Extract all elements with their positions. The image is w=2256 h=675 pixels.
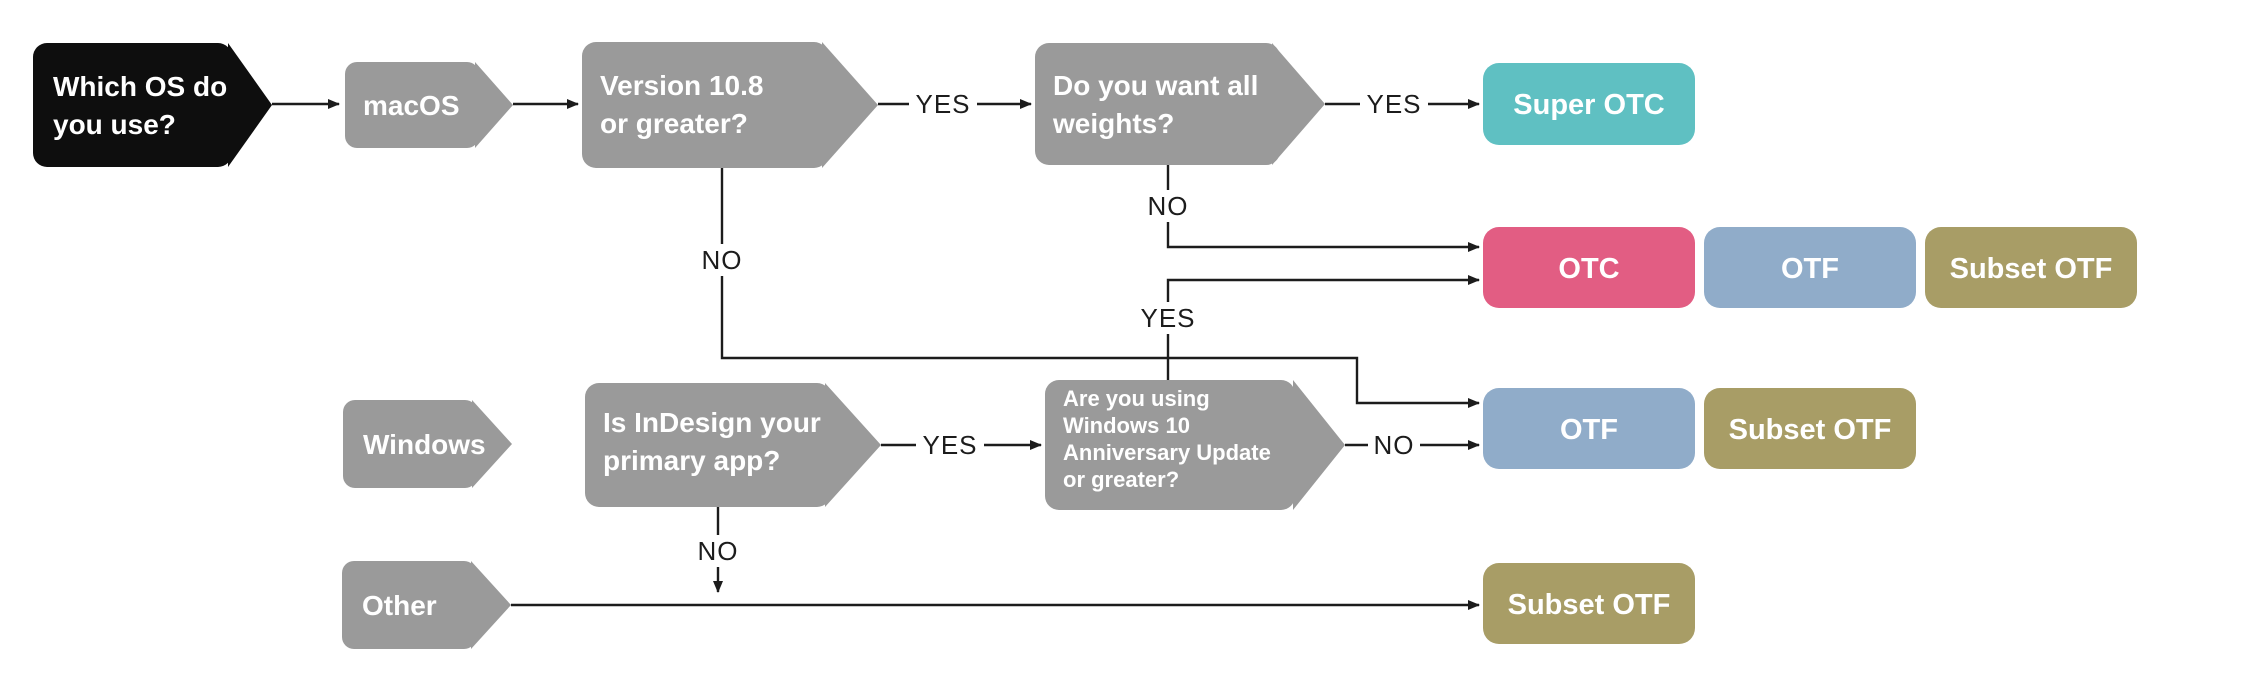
node-indesign-line2: primary app? [603, 445, 780, 476]
edge-version-no [720, 168, 1480, 408]
node-indesign-line1: Is InDesign your [603, 407, 821, 438]
node-which-os-line2: you use? [53, 109, 176, 140]
node-subset-otf-row4-box [1483, 563, 1695, 644]
node-super-otc: Super OTC [1483, 63, 1695, 145]
node-otc-label: OTC [1558, 253, 1619, 285]
node-windows: Windows [343, 400, 512, 488]
node-otf-row2-box [1704, 227, 1916, 308]
node-win10-line1: Are you using [1063, 386, 1210, 411]
node-macos: macOS [345, 62, 513, 148]
edge-label-version-no: NO [702, 245, 743, 275]
label-mask [1360, 88, 1428, 120]
label-mask [909, 88, 977, 120]
edge-label-win10-no: NO [1374, 430, 1415, 460]
node-win10-line4: or greater? [1063, 467, 1179, 492]
node-weights-line1: Do you want all [1053, 70, 1258, 101]
label-mask [696, 244, 748, 276]
node-indesign-question: Is InDesign your primary app? [585, 383, 881, 507]
label-mask [1142, 190, 1194, 222]
node-indesign-tip [825, 383, 881, 507]
node-subset-otf-row4-label: Subset OTF [1508, 589, 1671, 621]
node-otc-box [1483, 227, 1695, 308]
edges [272, 99, 1480, 610]
node-macos-label: macOS [363, 90, 460, 121]
label-mask [692, 535, 744, 567]
node-which-os-line1: Which OS do [53, 71, 227, 102]
node-which-os-tip [228, 43, 272, 167]
node-win10-line3: Anniversary Update [1063, 440, 1271, 465]
node-weights-question: Do you want all weights? [1035, 43, 1325, 165]
edge-label-win10-yes: YES [1140, 303, 1195, 333]
node-win10-box [1045, 380, 1295, 510]
node-weights-tip [1272, 43, 1325, 165]
node-subset-otf-row2: Subset OTF [1925, 227, 2137, 308]
edge-label-weights-yes: YES [1366, 89, 1421, 119]
node-otf-row2-label: OTF [1781, 253, 1839, 285]
edge-labels: YES YES NO YES NO YES NO NO [692, 88, 1428, 567]
node-subset-otf-row3: Subset OTF [1704, 388, 1916, 469]
node-macos-tip [475, 62, 513, 148]
node-indesign-box [585, 383, 831, 507]
edge-win10-yes [1166, 275, 1480, 380]
node-windows-box [343, 400, 477, 488]
label-mask [1134, 302, 1202, 334]
node-subset-otf-row2-label: Subset OTF [1950, 253, 2113, 285]
edge-label-version-yes: YES [915, 89, 970, 119]
edge-label-indesign-no: NO [698, 536, 739, 566]
node-win10-line2: Windows 10 [1063, 413, 1190, 438]
node-otf-row3-label: OTF [1560, 414, 1618, 446]
edge-label-indesign-yes: YES [922, 430, 977, 460]
node-version-line1: Version 10.8 [600, 70, 763, 101]
node-subset-otf-row3-box [1704, 388, 1916, 469]
node-super-otc-label: Super OTC [1513, 89, 1665, 121]
node-win10-question: Are you using Windows 10 Anniversary Upd… [1045, 380, 1345, 510]
node-which-os: Which OS do you use? [33, 43, 272, 167]
node-subset-otf-row2-box [1925, 227, 2137, 308]
node-subset-otf-row3-label: Subset OTF [1729, 414, 1892, 446]
node-macos-box [345, 62, 479, 148]
node-windows-label: Windows [363, 429, 486, 460]
node-weights-line2: weights? [1052, 108, 1174, 139]
node-win10-tip [1293, 380, 1345, 510]
node-which-os-box [33, 43, 232, 167]
node-otf-row3-box [1483, 388, 1695, 469]
node-subset-otf-row4: Subset OTF [1483, 563, 1695, 644]
node-version-question: Version 10.8 or greater? [582, 42, 878, 168]
label-mask [1368, 429, 1420, 461]
node-version-box [582, 42, 828, 168]
node-windows-tip [472, 400, 512, 488]
node-version-line2: or greater? [600, 108, 748, 139]
node-other: Other [342, 561, 511, 649]
node-other-label: Other [362, 590, 437, 621]
node-other-tip [471, 561, 511, 649]
node-otc: OTC [1483, 227, 1695, 308]
node-super-otc-box [1483, 63, 1695, 145]
edge-label-weights-no: NO [1148, 191, 1189, 221]
node-weights-box [1035, 43, 1280, 165]
edge-weights-no [1166, 165, 1480, 252]
label-mask [916, 429, 984, 461]
node-version-tip [822, 42, 878, 168]
node-other-box [342, 561, 476, 649]
node-otf-row2: OTF [1704, 227, 1916, 308]
node-otf-row3: OTF [1483, 388, 1695, 469]
